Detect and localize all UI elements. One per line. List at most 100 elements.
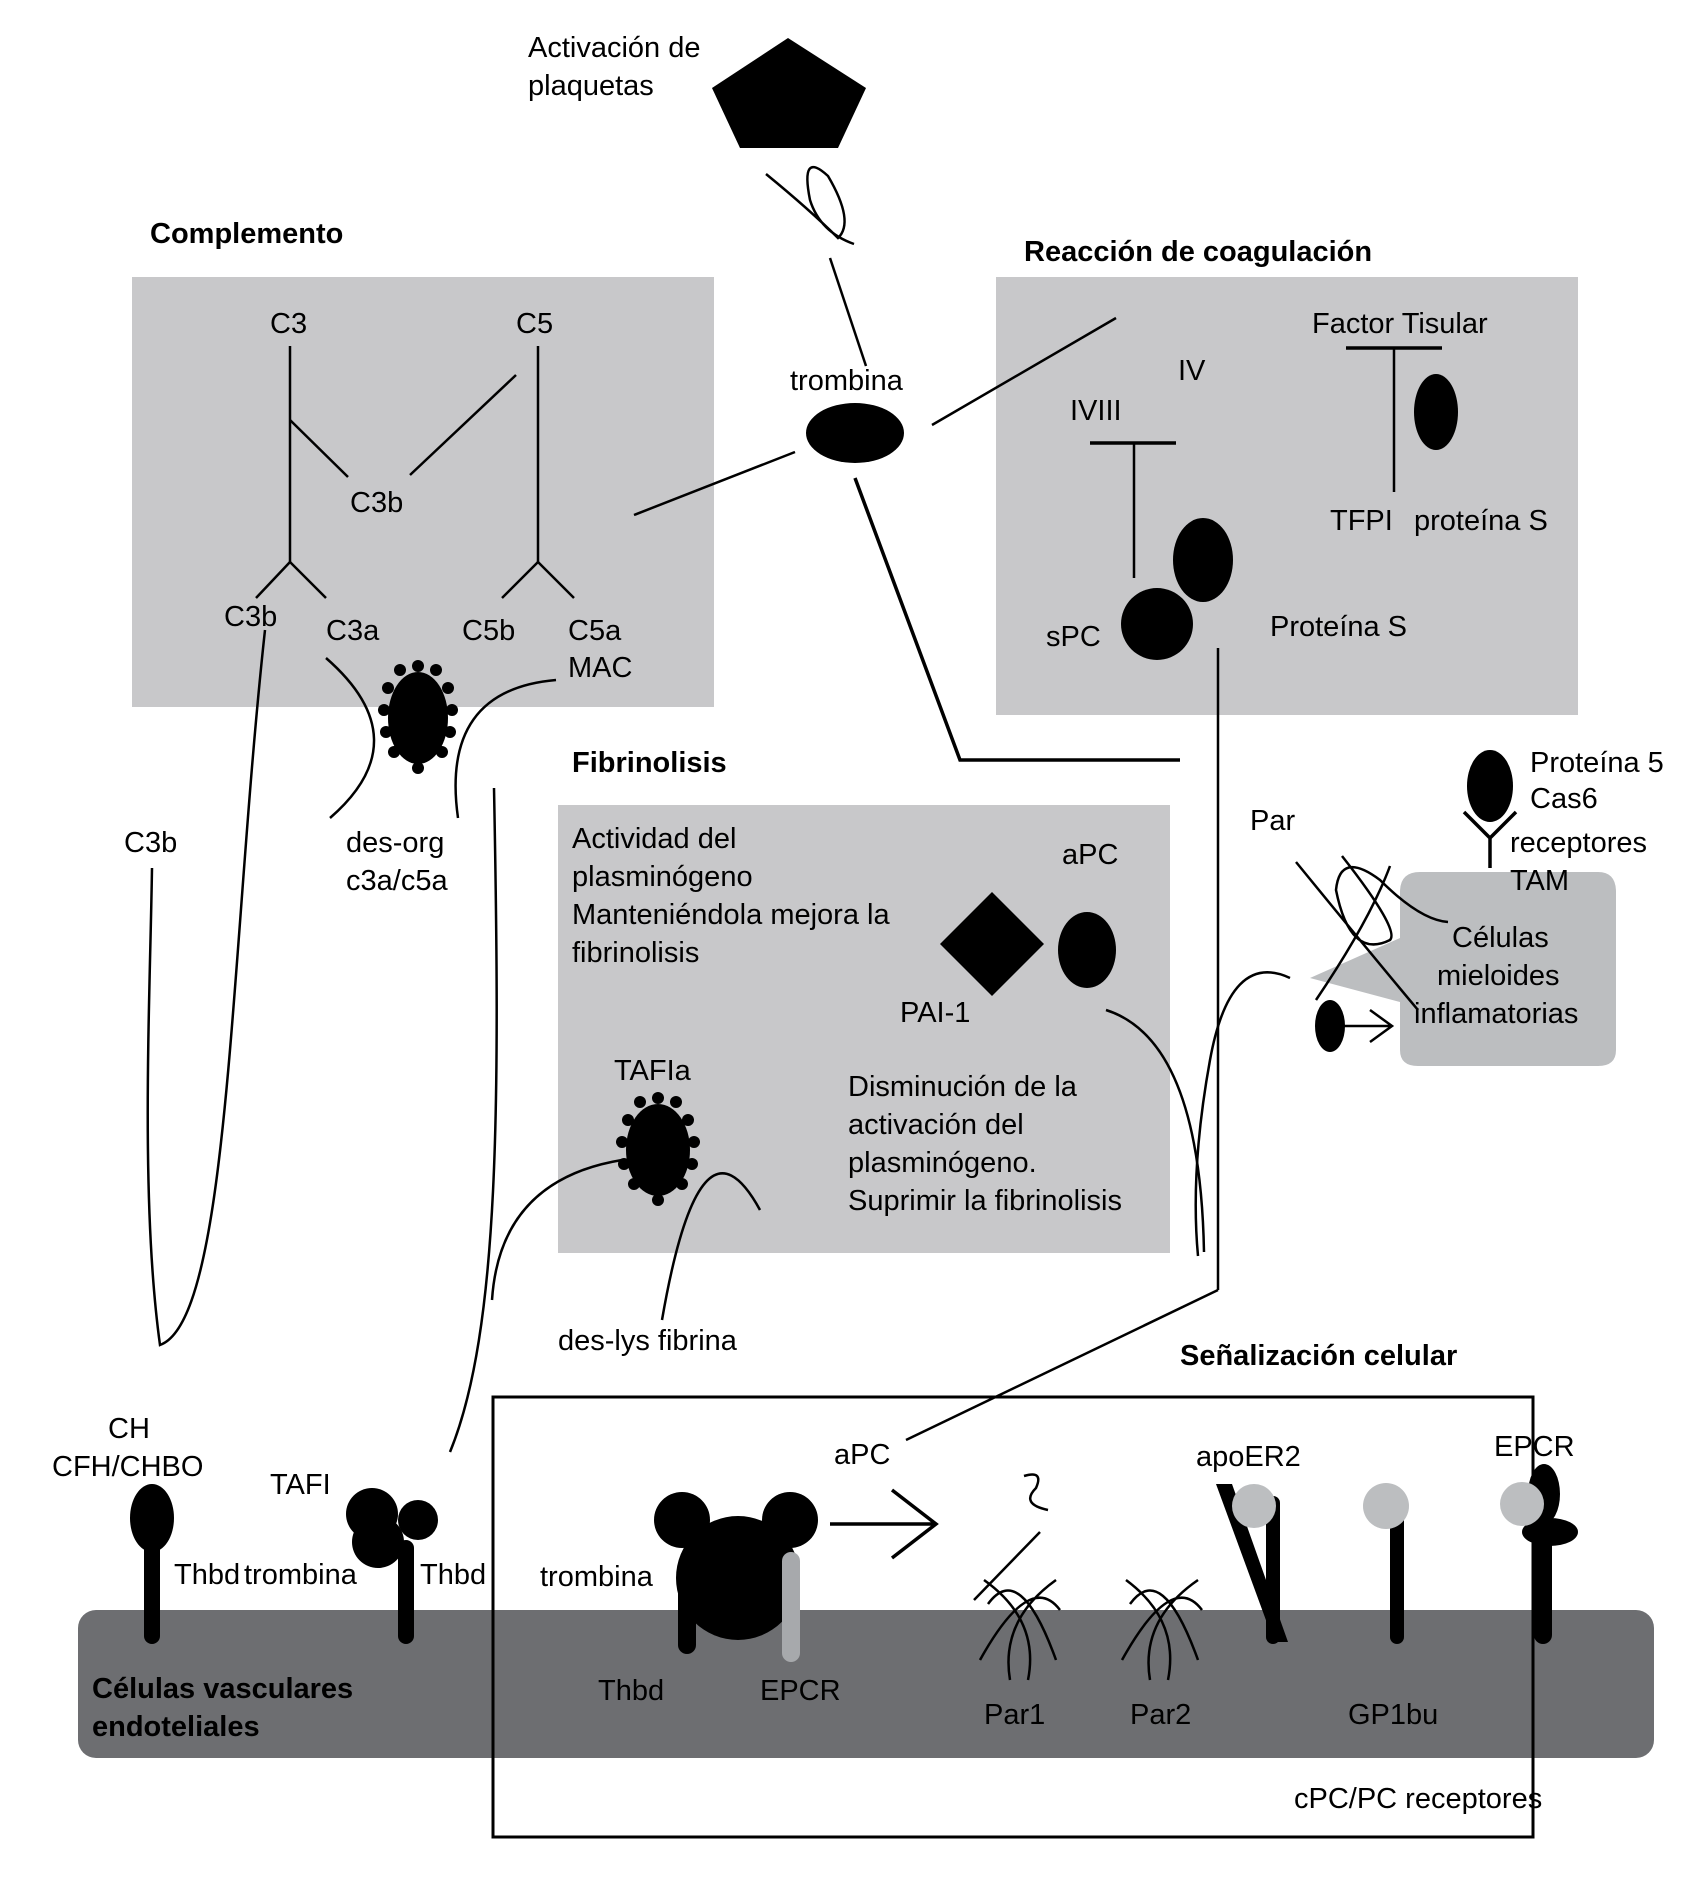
- myeloid-cell: [1310, 872, 1616, 1066]
- activacion-label-1: Activación de: [528, 32, 701, 64]
- tafi-label: TAFI: [270, 1469, 331, 1501]
- thbd-stem-2: [678, 1566, 696, 1654]
- c5-split-right: [537, 561, 575, 599]
- actividad-label-3: Manteniéndola mejora la: [572, 899, 890, 931]
- pai1-label: PAI-1: [900, 997, 970, 1029]
- tfpi-label: TFPI: [1330, 505, 1393, 537]
- des-org-label-1: des-org: [346, 827, 444, 859]
- complement-arc-right: [454, 678, 557, 819]
- platelet-pentagon: [712, 38, 866, 148]
- receptores-label: cPC/PC receptores: [1294, 1783, 1542, 1815]
- iv-label: IV: [1178, 355, 1206, 387]
- proteina5-oval: [1467, 750, 1513, 822]
- des-org-label-2: c3a/c5a: [346, 865, 448, 897]
- complement-panel: [132, 277, 714, 707]
- des-lys-label: des-lys fibrina: [558, 1325, 738, 1357]
- iviii-label: IVIII: [1070, 395, 1122, 427]
- coag-to-apc-link: [905, 1288, 1219, 1442]
- epcr-2-label: EPCR: [1494, 1431, 1575, 1463]
- c3-branch: [289, 419, 349, 478]
- tafi-ball-2: [352, 1516, 404, 1568]
- c5-split-left: [501, 561, 539, 599]
- title-fibrinolisis: Fibrinolisis: [572, 747, 727, 779]
- receptores-label: receptores: [1510, 827, 1647, 859]
- c3b-loop: [146, 629, 267, 1347]
- par2-coil: [1120, 1578, 1203, 1681]
- disminucion-label-4: Suprimir la fibrinolisis: [848, 1185, 1122, 1217]
- spc-circle: [1121, 588, 1193, 660]
- c3-split-right: [289, 561, 327, 599]
- pai1-diamond: [940, 892, 1044, 996]
- celulas-label-1: Células: [1452, 922, 1549, 954]
- c5b-label: C5b: [462, 615, 515, 647]
- apc-arrow: [830, 1488, 939, 1560]
- apc-fib-link: [1105, 1008, 1206, 1253]
- gp1bu-stem: [1390, 1500, 1404, 1644]
- apoer2-stem: [1266, 1496, 1280, 1644]
- trombina-1-label: trombina: [244, 1559, 358, 1591]
- apc-fib-label: aPC: [1062, 839, 1118, 871]
- cfh-label: CFH/CHBO: [52, 1451, 203, 1483]
- mac-label: MAC: [568, 652, 632, 684]
- title-coagulacion: Reacción de coagulación: [1024, 236, 1372, 268]
- myeloid-arc: [1194, 971, 1291, 1257]
- thrombin-complement-link: [633, 450, 796, 517]
- celulas-label-2: mieloides: [1437, 960, 1560, 992]
- thrombin-coagulation-link: [931, 316, 1117, 427]
- platelet-link: [828, 257, 868, 367]
- coagulation-panel: [996, 277, 1578, 715]
- apc-fib-oval: [1058, 912, 1116, 988]
- c3-label: C3: [270, 308, 307, 340]
- protein-s-oval: [1173, 518, 1233, 602]
- par2-label: Par2: [1130, 1699, 1191, 1731]
- par1-label: Par1: [984, 1699, 1045, 1731]
- par-receptor-coil: [1295, 855, 1449, 1011]
- endotelio-label-1: Células vasculares: [92, 1673, 353, 1705]
- factor-tisular-label: Factor Tisular: [1312, 308, 1488, 340]
- endotelio-label-2: endoteliales: [92, 1711, 260, 1743]
- thbd-1-label: Thbd: [174, 1559, 240, 1591]
- apoer2-ball: [1232, 1484, 1276, 1528]
- actividad-label-4: fibrinolisis: [572, 937, 699, 969]
- title-complemento: Complemento: [150, 218, 343, 250]
- complement-enzyme: [378, 660, 458, 774]
- thbd-3-label: Thbd: [598, 1675, 664, 1707]
- tafia-arc-right: [660, 1172, 762, 1321]
- actividad-label-2: plasminógeno: [572, 861, 753, 893]
- ch-label: CH: [108, 1413, 150, 1445]
- proteina-s-small-label: proteína S: [1414, 505, 1548, 537]
- thbd-2-label: Thbd: [420, 1559, 486, 1591]
- myeloid-small-oval: [1315, 1000, 1345, 1052]
- c5-label: C5: [516, 308, 553, 340]
- par1-coil: [973, 1473, 1061, 1681]
- thbd-stem-1: [398, 1540, 414, 1644]
- endothelial-band: [78, 1610, 1654, 1758]
- gp1bu-ball: [1363, 1483, 1409, 1529]
- apoer2-label: apoER2: [1196, 1441, 1301, 1473]
- tafia-enzyme: [616, 1092, 700, 1206]
- thrombin-label: trombina: [790, 365, 904, 397]
- thrombin-node: [806, 403, 904, 463]
- c5a-label: C5a: [568, 615, 622, 647]
- epcr-1-label: EPCR: [760, 1675, 841, 1707]
- tam-receptor: [1462, 810, 1518, 868]
- epcr-ball: [1500, 1482, 1544, 1526]
- platelet-thrombin-loop: [765, 165, 855, 246]
- actividad-label-1: Actividad del: [572, 823, 736, 855]
- c3a-label: C3a: [326, 615, 380, 647]
- myeloid-small-receptor: [1344, 1008, 1395, 1044]
- c3-split-left: [255, 561, 291, 599]
- disminucion-label-2: activación del: [848, 1109, 1024, 1141]
- disminucion-label-3: plasminógeno.: [848, 1147, 1037, 1179]
- celulas-label-3: inflamatorias: [1414, 998, 1578, 1030]
- thrombin-body: [676, 1516, 800, 1640]
- disminucion-label-1: Disminución de la: [848, 1071, 1078, 1103]
- c3b-left-label: C3b: [224, 601, 277, 633]
- complement-arc-left: [325, 657, 376, 819]
- gp1bu-label: GP1bu: [1348, 1699, 1438, 1731]
- tf-oval: [1414, 374, 1458, 450]
- tafi-ball-3: [398, 1500, 438, 1540]
- trombina-2-label: trombina: [540, 1561, 654, 1593]
- par-label: Par: [1250, 805, 1295, 837]
